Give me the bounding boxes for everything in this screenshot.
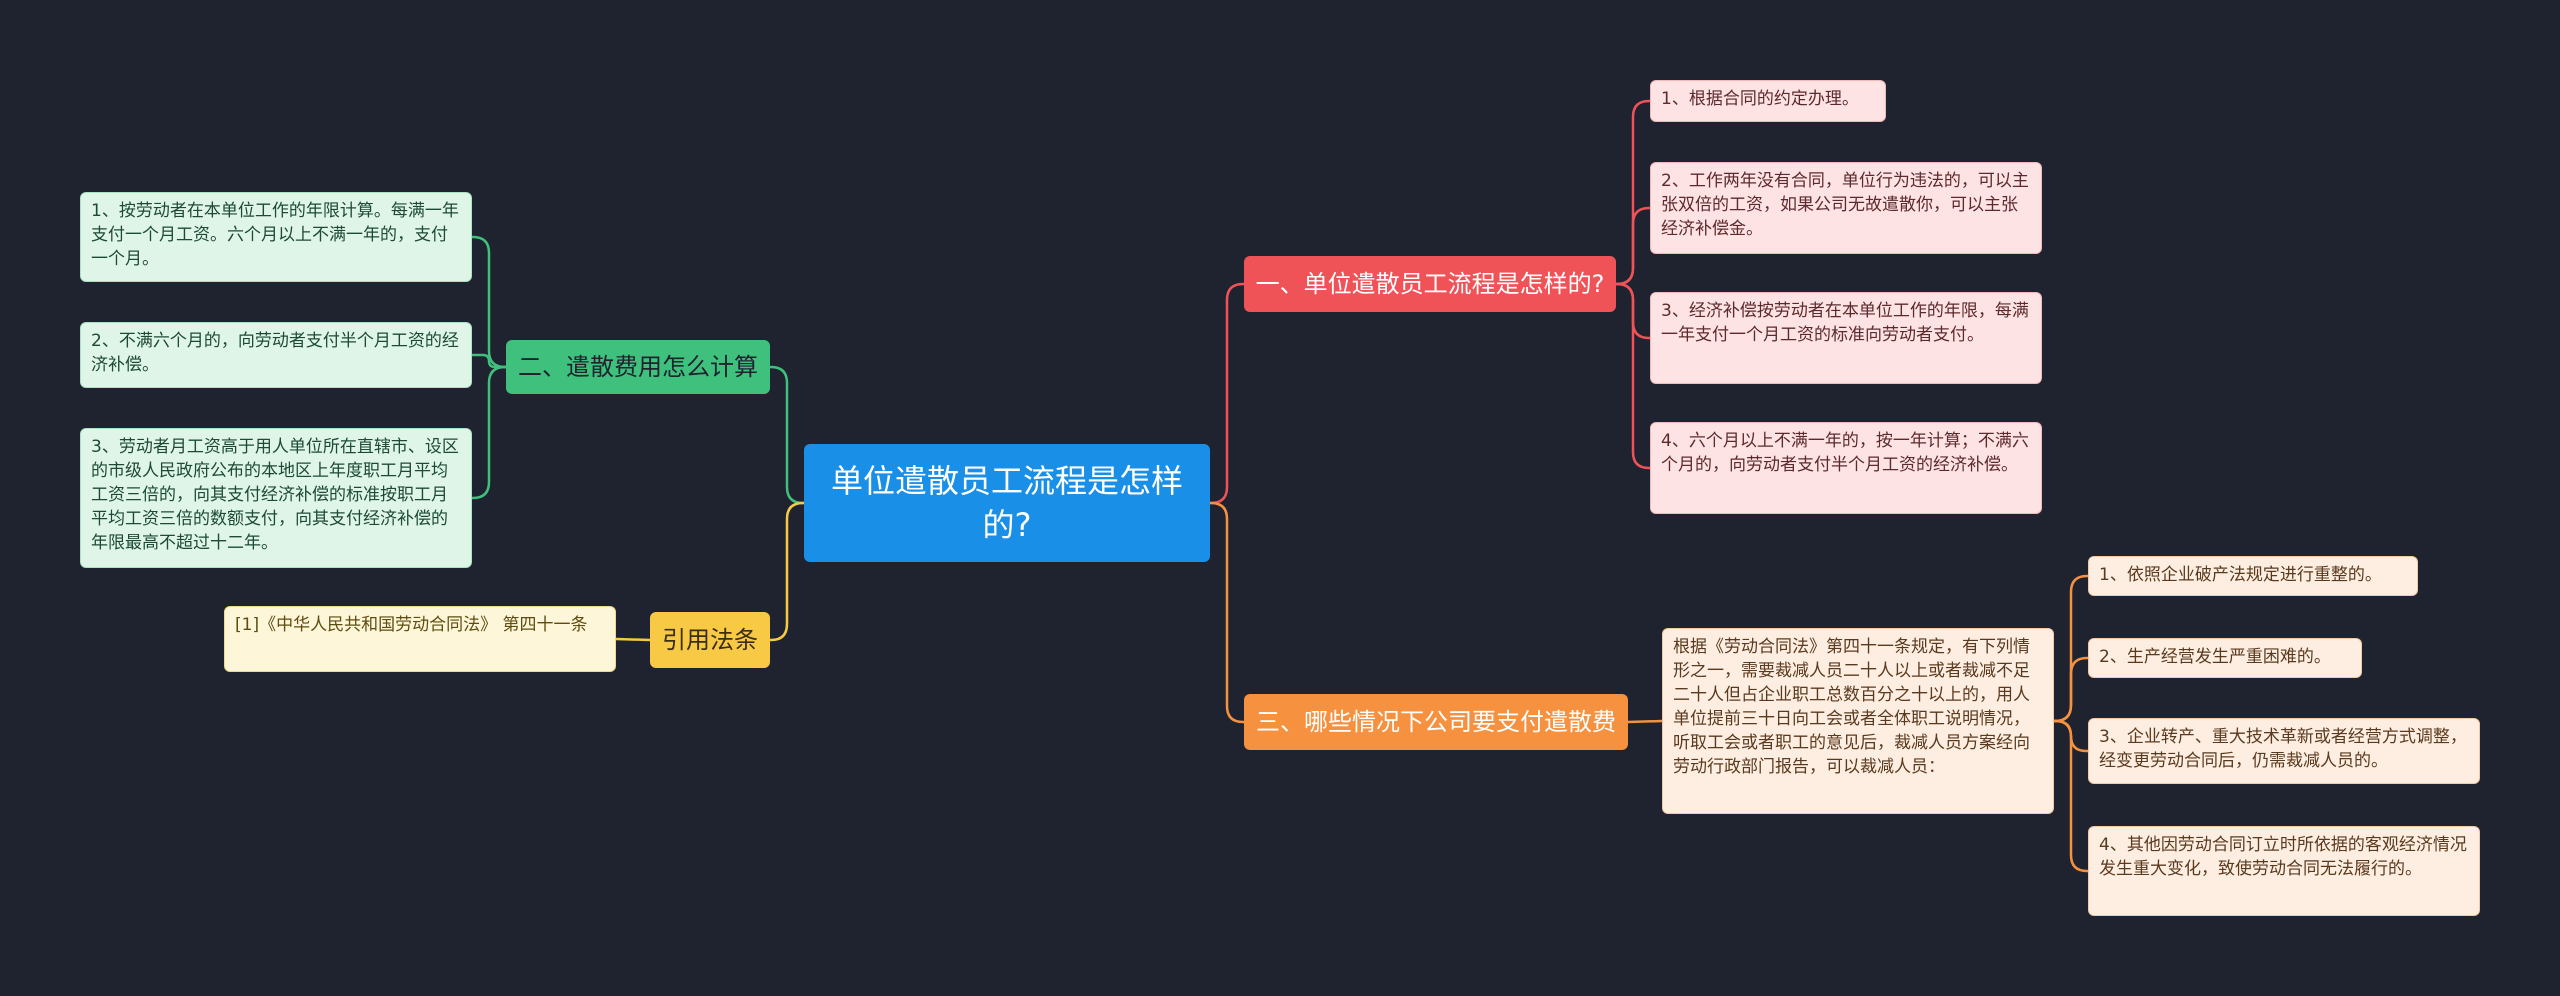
branch-4-label: 引用法条	[662, 626, 758, 654]
branch-1-item-4[interactable]: 4、六个月以上不满一年的，按一年计算；不满六个月的，向劳动者支付半个月工资的经济…	[1650, 422, 2042, 514]
branch-3-topic[interactable]: 三、哪些情况下公司要支付遣散费	[1244, 694, 1628, 750]
branch-1-item-2[interactable]: 2、工作两年没有合同，单位行为违法的，可以主张双倍的工资，如果公司无故遣散你，可…	[1650, 162, 2042, 254]
branch-1-label: 一、单位遣散员工流程是怎样的?	[1255, 270, 1605, 298]
branch-3-item-4[interactable]: 4、其他因劳动合同订立时所依据的客观经济情况发生重大变化，致使劳动合同无法履行的…	[2088, 826, 2480, 916]
branch-3-item-3-text: 3、企业转产、重大技术革新或者经营方式调整，经变更劳动合同后，仍需裁减人员的。	[2099, 727, 2467, 771]
branch-4-item-1-text: [1]《中华人民共和国劳动合同法》 第四十一条	[235, 615, 588, 635]
branch-3-item-1-text: 1、依照企业破产法规定进行重整的。	[2099, 565, 2382, 585]
connector-line-14	[472, 235, 506, 369]
branch-3-description-text: 根据《劳动合同法》第四十一条规定，有下列情形之一，需要裁减人员二十人以上或者裁减…	[1673, 637, 2030, 777]
branch-3-item-1[interactable]: 1、依照企业破产法规定进行重整的。	[2088, 556, 2418, 596]
branch-1-item-2-text: 2、工作两年没有合同，单位行为违法的，可以主张双倍的工资，如果公司无故遣散你，可…	[1661, 171, 2029, 239]
connector-line-4	[770, 501, 804, 642]
branch-1-item-3[interactable]: 3、经济补偿按劳动者在本单位工作的年限，每满一年支付一个月工资的标准向劳动者支付…	[1650, 292, 2042, 384]
branch-2-item-1-text: 1、按劳动者在本单位工作的年限计算。每满一年支付一个月工资。六个月以上不满一年的…	[91, 201, 459, 269]
branch-1-item-3-text: 3、经济补偿按劳动者在本单位工作的年限，每满一年支付一个月工资的标准向劳动者支付…	[1661, 301, 2029, 345]
connector-line-11	[2054, 656, 2088, 723]
branch-3-item-2[interactable]: 2、生产经营发生严重困难的。	[2088, 638, 2362, 678]
branch-2-item-3[interactable]: 3、劳动者月工资高于用人单位所在直辖市、设区的市级人民政府公布的本地区上年度职工…	[80, 428, 472, 568]
branch-4-item-1[interactable]: [1]《中华人民共和国劳动合同法》 第四十一条	[224, 606, 616, 672]
connector-line-6	[1616, 206, 1650, 286]
connector-line-8	[1616, 282, 1650, 470]
branch-2-item-3-text: 3、劳动者月工资高于用人单位所在直辖市、设区的市级人民政府公布的本地区上年度职工…	[91, 437, 459, 553]
branch-3-description[interactable]: 根据《劳动合同法》第四十一条规定，有下列情形之一，需要裁减人员二十人以上或者裁减…	[1662, 628, 2054, 814]
connector-line-13	[2054, 719, 2088, 873]
root-topic-label: 单位遣散员工流程是怎样的?	[830, 462, 1183, 544]
connector-line-16	[472, 365, 506, 500]
branch-2-item-2[interactable]: 2、不满六个月的，向劳动者支付半个月工资的经济补偿。	[80, 322, 472, 388]
connector-line-3	[770, 365, 804, 505]
branch-1-item-1-text: 1、根据合同的约定办理。	[1661, 89, 1859, 109]
connector-line-17	[615, 637, 651, 642]
branch-2-item-1[interactable]: 1、按劳动者在本单位工作的年限计算。每满一年支付一个月工资。六个月以上不满一年的…	[80, 192, 472, 282]
branch-3-item-4-text: 4、其他因劳动合同订立时所依据的客观经济情况发生重大变化，致使劳动合同无法履行的…	[2099, 835, 2467, 879]
branch-2-label: 二、遣散费用怎么计算	[518, 353, 758, 381]
branch-1-topic[interactable]: 一、单位遣散员工流程是怎样的?	[1244, 256, 1616, 312]
branch-3-label: 三、哪些情况下公司要支付遣散费	[1256, 708, 1616, 736]
branch-1-item-1[interactable]: 1、根据合同的约定办理。	[1650, 80, 1886, 122]
connector-line-9	[1627, 719, 1663, 724]
branch-4-topic[interactable]: 引用法条	[650, 612, 770, 668]
branch-1-item-4-text: 4、六个月以上不满一年的，按一年计算；不满六个月的，向劳动者支付半个月工资的经济…	[1661, 431, 2029, 475]
branch-2-topic[interactable]: 二、遣散费用怎么计算	[506, 340, 770, 394]
branch-3-item-3[interactable]: 3、企业转产、重大技术革新或者经营方式调整，经变更劳动合同后，仍需裁减人员的。	[2088, 718, 2480, 784]
root-topic[interactable]: 单位遣散员工流程是怎样的?	[804, 444, 1210, 562]
branch-2-item-2-text: 2、不满六个月的，向劳动者支付半个月工资的经济补偿。	[91, 331, 459, 375]
branch-3-item-2-text: 2、生产经营发生严重困难的。	[2099, 647, 2331, 667]
connector-line-15	[472, 353, 506, 369]
connector-line-2	[1210, 501, 1244, 724]
connector-line-1	[1210, 282, 1244, 505]
